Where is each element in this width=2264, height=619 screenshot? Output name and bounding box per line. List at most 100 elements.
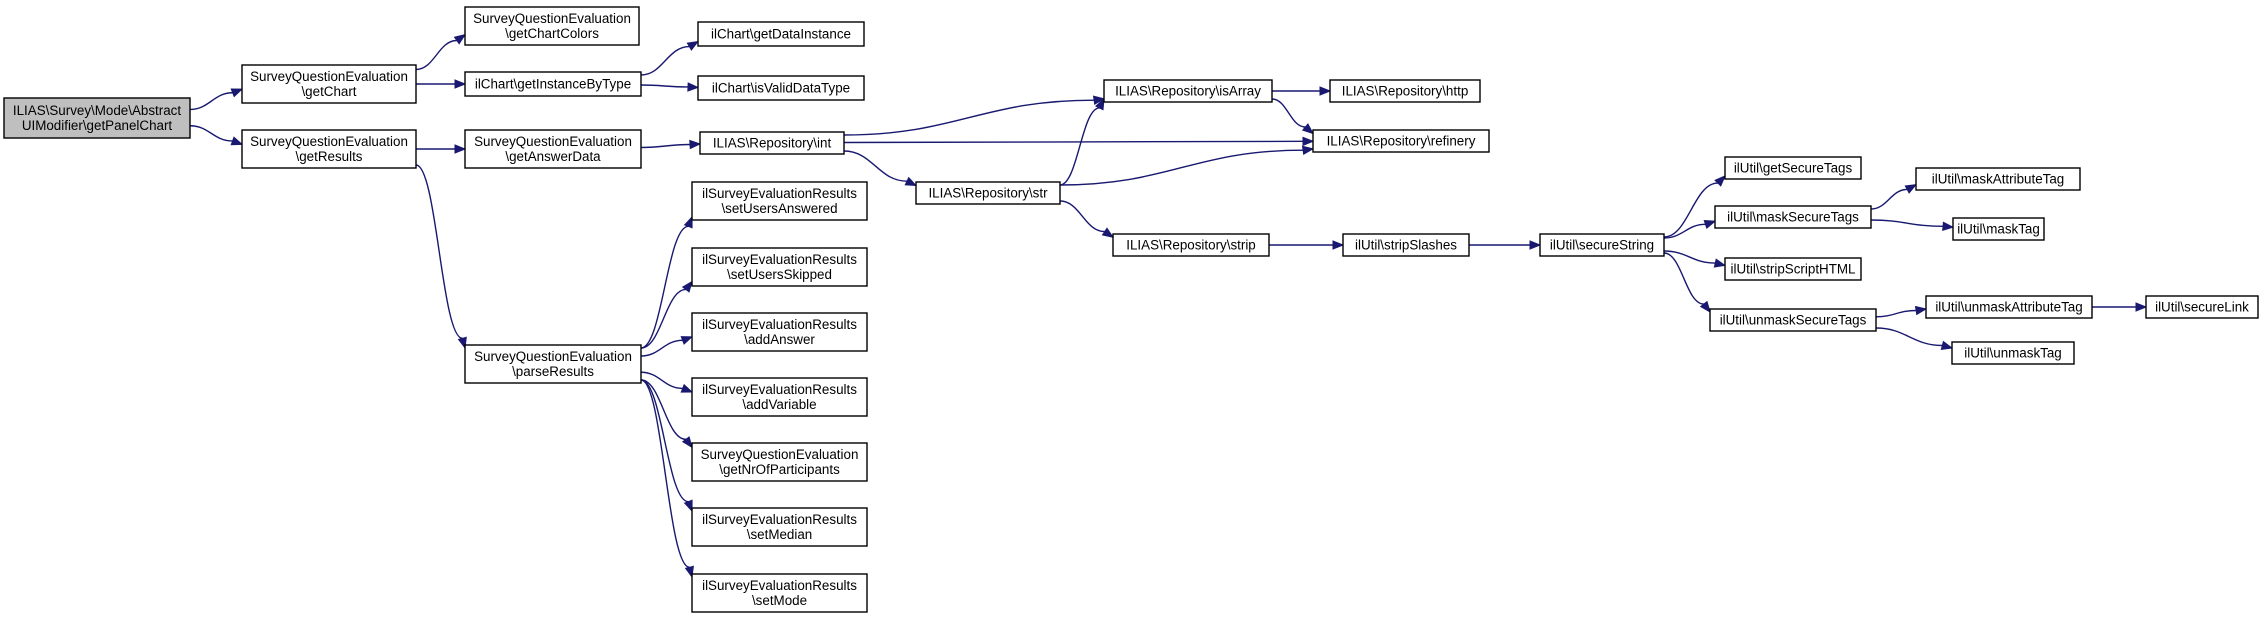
node-label: \getChartColors bbox=[505, 26, 599, 41]
node-box bbox=[1312, 129, 1490, 153]
graph-node[interactable]: ilSurveyEvaluationResults\setMedian bbox=[691, 507, 868, 547]
node-label: \getChart bbox=[301, 84, 356, 99]
graph-node[interactable]: ILIAS\Repository\str bbox=[915, 181, 1061, 205]
graph-node[interactable]: SurveyQuestionEvaluation\getChartColors bbox=[464, 6, 640, 46]
edge-line bbox=[1059, 200, 1105, 233]
node-box bbox=[691, 507, 868, 547]
node-label: ILIAS\Repository\int bbox=[713, 136, 832, 151]
edge-n7-to-n9 bbox=[640, 139, 702, 150]
edge-line bbox=[640, 339, 683, 357]
edge-line bbox=[1870, 188, 1908, 210]
node-label: SurveyQuestionEvaluation bbox=[474, 349, 632, 364]
edge-arrowhead bbox=[230, 136, 244, 146]
graph-node[interactable]: ilSurveyEvaluationResults\setMode bbox=[691, 573, 868, 613]
graph-node[interactable]: ilChart\getInstanceByType bbox=[464, 71, 642, 97]
edge-arrowhead bbox=[687, 82, 700, 92]
edge-line bbox=[415, 39, 457, 71]
edge-line bbox=[640, 288, 687, 349]
edge-n22-to-n23 bbox=[1469, 240, 1542, 250]
graph-node[interactable]: ilSurveyEvaluationResults\addVariable bbox=[691, 377, 868, 417]
graph-node[interactable]: ilUtil\stripSlashes bbox=[1342, 233, 1470, 257]
edge-arrowhead bbox=[1529, 240, 1542, 250]
graph-node[interactable]: ILIAS\Repository\int bbox=[699, 131, 845, 155]
node-box bbox=[1112, 233, 1270, 257]
graph-node[interactable]: ilUtil\secureString bbox=[1539, 233, 1665, 257]
node-box bbox=[1709, 308, 1877, 332]
graph-node[interactable]: ILIAS\Repository\isArray bbox=[1103, 79, 1273, 103]
graph-node[interactable]: ilChart\isValidDataType bbox=[697, 75, 865, 101]
node-label: ILIAS\Survey\Mode\Abstract bbox=[13, 103, 181, 118]
edge-line bbox=[640, 379, 689, 503]
edge-arrowhead bbox=[683, 215, 693, 229]
graph-node[interactable]: ilUtil\unmaskTag bbox=[1951, 341, 2075, 365]
node-label: ilSurveyEvaluationResults bbox=[702, 186, 857, 201]
graph-node[interactable]: ilUtil\unmaskSecureTags bbox=[1709, 308, 1877, 332]
edge-line bbox=[1663, 252, 1704, 305]
graph-node[interactable]: ilSurveyEvaluationResults\setUsersAnswer… bbox=[691, 181, 868, 221]
edge-line bbox=[843, 99, 1095, 136]
graph-node[interactable]: SurveyQuestionEvaluation\getResults bbox=[241, 129, 417, 169]
node-label: ilChart\getInstanceByType bbox=[475, 77, 631, 92]
edge-line bbox=[415, 164, 463, 340]
edge-arrowhead bbox=[1904, 184, 1918, 194]
edge-n4-to-n5 bbox=[640, 40, 700, 76]
edge-n8-to-n14 bbox=[640, 379, 693, 449]
graph-node[interactable]: ilUtil\unmaskAttributeTag bbox=[1925, 295, 2093, 319]
graph-node[interactable]: ILIAS\Repository\http bbox=[1329, 79, 1481, 103]
node-label: \parseResults bbox=[512, 364, 594, 379]
graph-node[interactable]: SurveyQuestionEvaluation\parseResults bbox=[464, 344, 642, 384]
graph-node[interactable]: ilUtil\getSecureTags bbox=[1724, 156, 1862, 180]
edge-line bbox=[1059, 107, 1100, 186]
edge-line bbox=[189, 125, 233, 142]
edge-n18-to-n19 bbox=[1059, 145, 1315, 186]
node-label: ilChart\isValidDataType bbox=[712, 81, 850, 96]
node-box bbox=[691, 181, 868, 221]
edge-arrowhead bbox=[1301, 145, 1315, 155]
edge-n23-to-n25 bbox=[1663, 219, 1717, 239]
edge-arrowhead bbox=[2135, 302, 2148, 312]
edge-line bbox=[1059, 149, 1304, 186]
node-label: SurveyQuestionEvaluation bbox=[250, 69, 408, 84]
node-label: ilSurveyEvaluationResults bbox=[702, 252, 857, 267]
edge-arrowhead bbox=[1332, 240, 1345, 250]
node-box bbox=[697, 21, 865, 47]
edge-layer bbox=[189, 33, 2148, 579]
node-label: \setUsersSkipped bbox=[727, 267, 832, 282]
graph-node[interactable]: SurveyQuestionEvaluation\getChart bbox=[241, 64, 417, 104]
graph-node[interactable]: ilChart\getDataInstance bbox=[697, 21, 865, 47]
edge-line bbox=[640, 143, 691, 149]
graph-node[interactable]: ilUtil\maskAttributeTag bbox=[1915, 167, 2081, 191]
graph-node[interactable]: SurveyQuestionEvaluation\getNrOfParticip… bbox=[691, 442, 868, 482]
node-label: \setUsersAnswered bbox=[721, 201, 837, 216]
node-box bbox=[697, 75, 865, 101]
edge-arrowhead bbox=[904, 176, 918, 187]
graph-node[interactable]: SurveyQuestionEvaluation\getAnswerData bbox=[464, 129, 642, 169]
node-label: ilUtil\maskAttributeTag bbox=[1932, 172, 2064, 187]
edge-n9-to-n17 bbox=[843, 95, 1106, 136]
node-box bbox=[691, 377, 868, 417]
edge-arrowhead bbox=[453, 33, 467, 45]
graph-node[interactable]: ILIAS\Repository\strip bbox=[1112, 233, 1270, 257]
node-label: SurveyQuestionEvaluation bbox=[474, 134, 632, 149]
graph-node[interactable]: ilUtil\maskSecureTags bbox=[1714, 205, 1872, 229]
graph-node[interactable]: ilSurveyEvaluationResults\setUsersSkippe… bbox=[691, 247, 868, 287]
graph-node[interactable]: ilUtil\stripScriptHTML bbox=[1724, 257, 1862, 281]
node-box bbox=[1342, 233, 1470, 257]
edge-arrowhead bbox=[686, 40, 700, 51]
node-layer: ILIAS\Survey\Mode\AbstractUIModifier\get… bbox=[3, 6, 2259, 613]
edge-n17-to-n19 bbox=[1271, 98, 1315, 135]
edge-line bbox=[640, 45, 690, 76]
graph-node[interactable]: ILIAS\Repository\refinery bbox=[1312, 129, 1490, 153]
edge-n23-to-n27 bbox=[1663, 252, 1711, 314]
node-label: ilUtil\unmaskSecureTags bbox=[1720, 313, 1867, 328]
graph-node[interactable]: ilSurveyEvaluationResults\addAnswer bbox=[691, 312, 868, 352]
edge-arrowhead bbox=[1319, 86, 1332, 96]
node-box bbox=[691, 573, 868, 613]
graph-node[interactable]: ilUtil\secureLink bbox=[2145, 295, 2259, 319]
node-label: ilUtil\secureString bbox=[1550, 238, 1654, 253]
graph-node-root[interactable]: ILIAS\Survey\Mode\AbstractUIModifier\get… bbox=[3, 97, 191, 139]
graph-node[interactable]: ilUtil\maskTag bbox=[1952, 217, 2045, 241]
node-label: \addVariable bbox=[742, 397, 816, 412]
node-label: \addAnswer bbox=[744, 332, 815, 347]
edge-n23-to-n26 bbox=[1663, 250, 1727, 268]
